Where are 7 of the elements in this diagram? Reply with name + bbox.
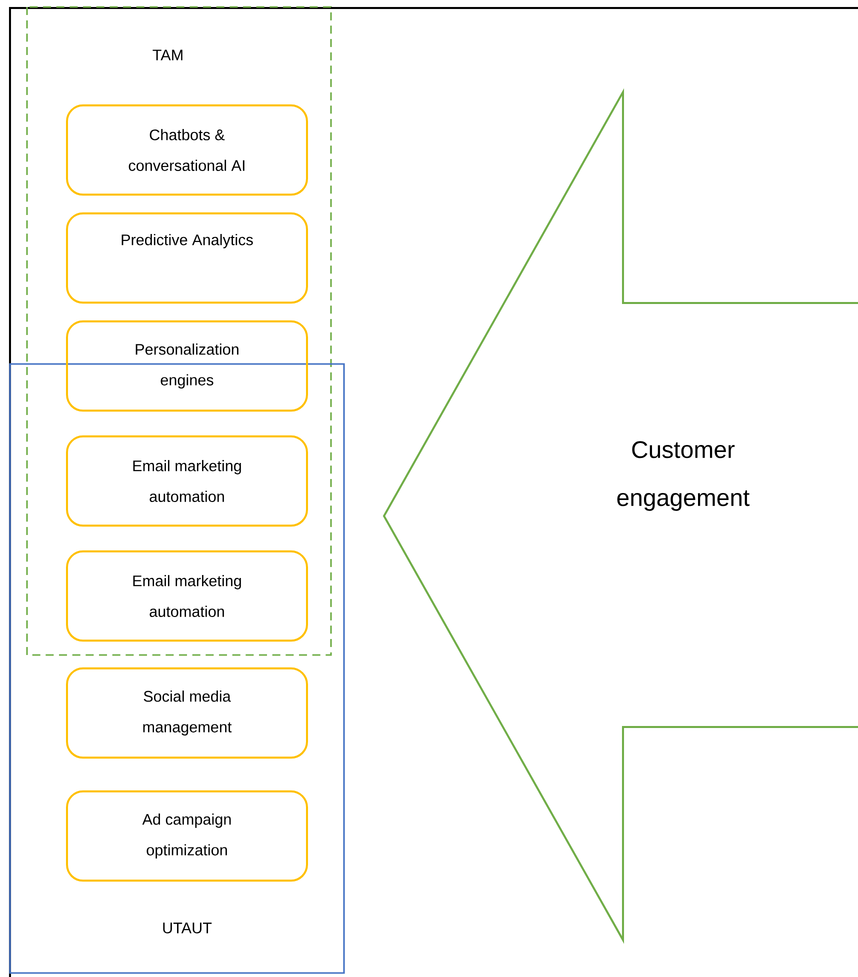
rounded-box: Social media management [66,667,308,759]
rounded-box: Chatbots & conversational AI [66,104,308,196]
rounded-box: Predictive Analytics [66,212,308,304]
rounded-box: Ad campaign optimization [66,790,308,882]
rounded-box: Personalization engines [66,320,308,412]
rounded-box: Email marketing automation [66,435,308,527]
rounded-box: Email marketing automation [66,550,308,642]
